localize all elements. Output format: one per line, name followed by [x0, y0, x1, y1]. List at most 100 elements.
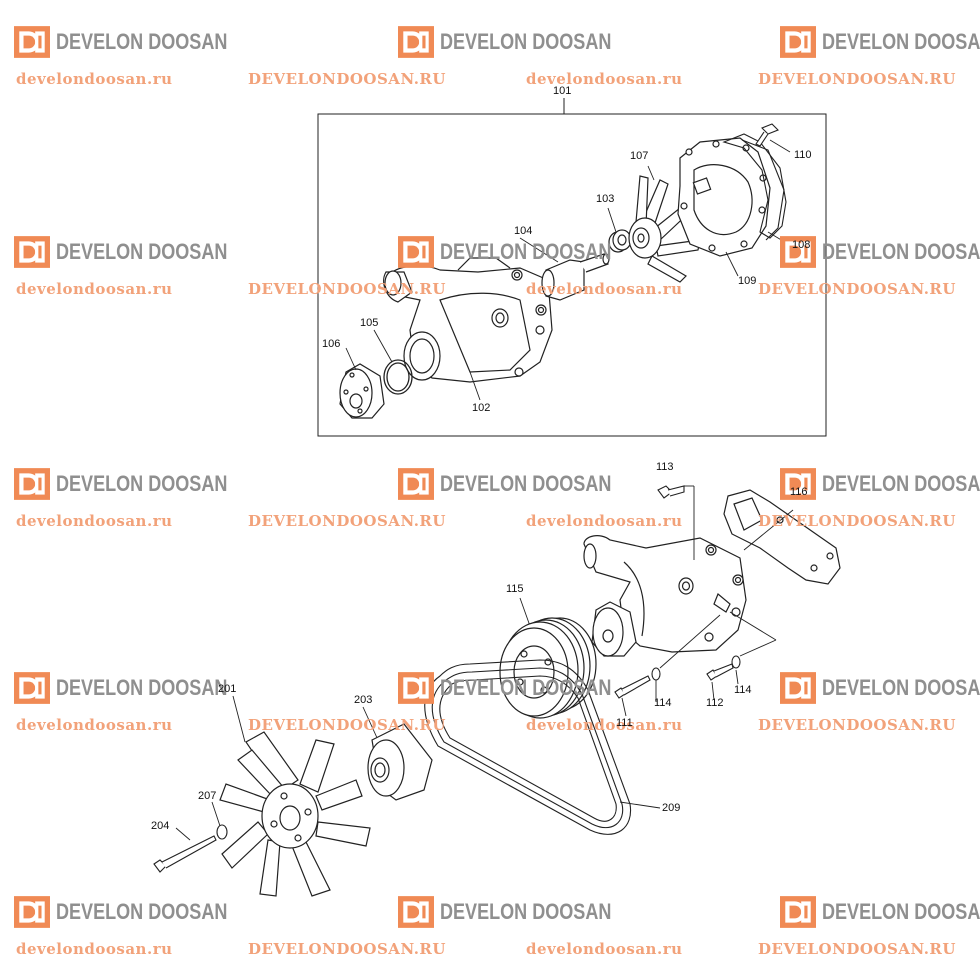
callout-204: 204	[151, 820, 170, 832]
callout-102: 102	[472, 402, 491, 414]
brand-logo-icon	[398, 26, 434, 58]
washer-207	[216, 824, 228, 840]
brand-logo-icon	[780, 672, 816, 704]
callout-115: 115	[506, 583, 524, 595]
watermark-url: DEVELONDOOSAN.RU	[758, 940, 956, 958]
watermark-brand: DEVELON DOOSAN	[56, 675, 228, 700]
callout-104: 104	[514, 225, 533, 237]
watermark-url: develondoosan.ru	[526, 512, 683, 530]
watermark-url: develondoosan.ru	[526, 70, 683, 88]
watermark-url: DEVELONDOOSAN.RU	[758, 70, 956, 88]
pump-housing-102	[383, 257, 553, 383]
flange-106	[339, 363, 385, 419]
watermark-url: DEVELONDOOSAN.RU	[248, 280, 446, 298]
watermark-logo: DEVELON DOOSAN	[14, 26, 265, 58]
watermark-brand: DEVELON DOOSAN	[440, 675, 612, 700]
callout-111: 111	[616, 717, 633, 729]
watermark-url: develondoosan.ru	[16, 940, 173, 958]
shaft-bearing-104	[541, 253, 610, 301]
watermark-url: DEVELONDOOSAN.RU	[248, 716, 446, 734]
seal-103	[608, 229, 632, 253]
watermark-brand: DEVELON DOOSAN	[440, 899, 612, 924]
watermark-url: DEVELONDOOSAN.RU	[758, 716, 956, 734]
callout-114: 114	[734, 684, 752, 696]
brand-logo-icon	[398, 896, 434, 928]
watermark-brand: DEVELON DOOSAN	[822, 29, 980, 54]
brand-logo-icon	[780, 26, 816, 58]
callout-113: 113	[656, 461, 674, 473]
watermark-logo: DEVELON DOOSAN	[398, 26, 649, 58]
callout-116: 116	[790, 486, 808, 498]
watermark-url: develondoosan.ru	[526, 280, 683, 298]
watermark-brand: DEVELON DOOSAN	[822, 899, 980, 924]
callout-101: 101	[553, 85, 572, 97]
watermark-logo: DEVELON DOOSAN	[398, 468, 649, 500]
watermark-url: develondoosan.ru	[16, 70, 173, 88]
watermark-brand: DEVELON DOOSAN	[822, 675, 980, 700]
brand-logo-icon	[14, 896, 50, 928]
bolt-111	[614, 675, 651, 699]
watermark-url: DEVELONDOOSAN.RU	[248, 512, 446, 530]
spacer-203	[367, 723, 433, 801]
callout-112: 112	[706, 697, 724, 709]
snap-ring-105	[383, 359, 413, 395]
brand-logo-icon	[14, 468, 50, 500]
watermark-brand: DEVELON DOOSAN	[56, 899, 228, 924]
leader-lines	[175, 139, 794, 841]
pulley-115	[499, 617, 597, 719]
callout-103: 103	[596, 193, 615, 205]
pump-flange-bottom	[591, 601, 637, 657]
watermark-brand: DEVELON DOOSAN	[822, 471, 980, 496]
callout-209: 209	[662, 802, 681, 814]
watermark-brand: DEVELON DOOSAN	[56, 239, 228, 264]
watermark-logo: DEVELON DOOSAN	[780, 468, 980, 500]
watermark-logo: DEVELON DOOSAN	[780, 672, 980, 704]
watermark-logo: DEVELON DOOSAN	[780, 26, 980, 58]
brand-logo-icon	[14, 26, 50, 58]
callout-203: 203	[354, 694, 373, 706]
watermark-logo: DEVELON DOOSAN	[14, 672, 265, 704]
fan-201	[219, 731, 371, 897]
watermark-brand: DEVELON DOOSAN	[56, 471, 228, 496]
belt-209	[424, 659, 632, 835]
brand-logo-icon	[398, 468, 434, 500]
watermark-brand: DEVELON DOOSAN	[822, 239, 980, 264]
watermark-url: DEVELONDOOSAN.RU	[758, 512, 956, 530]
callout-106: 106	[322, 338, 341, 350]
cover-109	[677, 137, 771, 257]
assembly-101-frame	[317, 98, 827, 437]
watermark-logo: DEVELON DOOSAN	[14, 468, 265, 500]
brand-logo-icon	[14, 236, 50, 268]
watermark-brand: DEVELON DOOSAN	[440, 239, 612, 264]
watermark-logo: DEVELON DOOSAN	[398, 672, 649, 704]
brand-logo-icon	[398, 672, 434, 704]
bolt-113	[657, 485, 685, 499]
callout-107: 107	[630, 150, 649, 162]
gasket-116	[723, 489, 841, 585]
bolt-110	[755, 123, 779, 147]
washer-114b	[731, 655, 741, 669]
watermark-url: develondoosan.ru	[16, 512, 173, 530]
callout-114: 114	[654, 697, 672, 709]
watermark-url: DEVELONDOOSAN.RU	[248, 70, 446, 88]
watermark-logo: DEVELON DOOSAN	[780, 236, 980, 268]
watermark-logo: DEVELON DOOSAN	[14, 896, 265, 928]
watermark-logo: DEVELON DOOSAN	[780, 896, 980, 928]
callout-110: 110	[794, 149, 812, 161]
watermark-url: DEVELONDOOSAN.RU	[248, 940, 446, 958]
watermark-logo: DEVELON DOOSAN	[14, 236, 265, 268]
brand-logo-icon	[398, 236, 434, 268]
watermark-logo: DEVELON DOOSAN	[398, 236, 649, 268]
callout-207: 207	[198, 790, 217, 802]
watermark-brand: DEVELON DOOSAN	[440, 471, 612, 496]
watermark-url: develondoosan.ru	[16, 280, 173, 298]
callout-105: 105	[360, 317, 379, 329]
watermark-brand: DEVELON DOOSAN	[440, 29, 612, 54]
brand-logo-icon	[780, 896, 816, 928]
watermark-brand: DEVELON DOOSAN	[56, 29, 228, 54]
watermark-url: develondoosan.ru	[526, 940, 683, 958]
brand-logo-icon	[14, 672, 50, 704]
bolt-204	[153, 835, 217, 873]
callout-109: 109	[738, 275, 757, 287]
